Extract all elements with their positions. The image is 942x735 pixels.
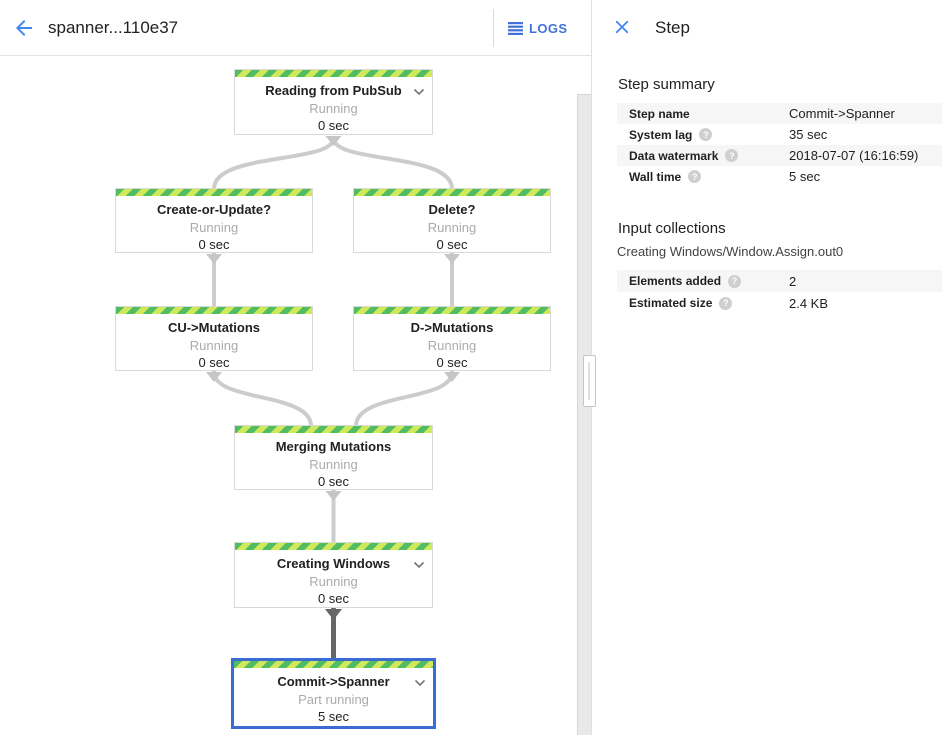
node-status: Part running bbox=[298, 692, 369, 707]
summary-row: System lag ? 35 sec bbox=[617, 124, 942, 145]
step-summary-table: Step name Commit->Spanner System lag ? 3… bbox=[617, 103, 942, 187]
summary-row: Data watermark ? 2018-07-07 (16:16:59) bbox=[617, 145, 942, 166]
node-status: Running bbox=[427, 220, 477, 235]
running-stripe bbox=[116, 307, 312, 314]
row-value: 2.4 KB bbox=[789, 295, 829, 311]
row-label: Data watermark bbox=[629, 148, 719, 163]
node-status: Running bbox=[189, 338, 239, 353]
node-time: 0 sec bbox=[317, 591, 350, 606]
node-status: Running bbox=[189, 220, 239, 235]
graph-node-reading-from-pubsub[interactable]: Reading from PubSub Running 0 sec bbox=[234, 69, 433, 135]
close-icon[interactable] bbox=[611, 16, 633, 38]
node-time: 0 sec bbox=[198, 237, 230, 252]
node-title: Delete? bbox=[428, 202, 476, 217]
node-title: Creating Windows bbox=[276, 556, 391, 571]
job-graph-canvas: Reading from PubSub Running 0 sec Create… bbox=[0, 56, 591, 735]
help-icon[interactable]: ? bbox=[719, 296, 733, 310]
step-summary-heading: Step summary bbox=[618, 76, 715, 93]
top-header: spanner...110e37 LOGS bbox=[0, 0, 591, 56]
help-icon[interactable]: ? bbox=[699, 128, 713, 141]
node-time: 0 sec bbox=[317, 474, 350, 489]
node-time: 0 sec bbox=[198, 355, 230, 370]
row-label: Estimated size bbox=[629, 296, 713, 310]
panel-resize-strip bbox=[577, 94, 591, 735]
back-arrow-icon[interactable] bbox=[12, 16, 36, 40]
row-label: System lag bbox=[629, 127, 693, 142]
chevron-down-icon[interactable] bbox=[414, 674, 426, 692]
graph-node-commit-spanner[interactable]: Commit->Spanner Part running 5 sec bbox=[231, 658, 436, 729]
node-status: Running bbox=[309, 457, 358, 472]
running-stripe bbox=[235, 426, 432, 433]
step-details-panel: Step Step summary Step name Commit->Span… bbox=[591, 0, 942, 735]
graph-node-cu-mutations[interactable]: CU->Mutations Running 0 sec bbox=[115, 306, 313, 371]
chevron-down-icon[interactable] bbox=[413, 556, 425, 574]
node-time: 0 sec bbox=[436, 355, 468, 370]
node-title: Commit->Spanner bbox=[277, 674, 390, 689]
input-collections-heading: Input collections bbox=[618, 220, 726, 237]
help-icon[interactable]: ? bbox=[728, 274, 742, 288]
help-icon[interactable]: ? bbox=[725, 149, 739, 162]
node-title: Create-or-Update? bbox=[156, 202, 272, 217]
row-value: 2018-07-07 (16:16:59) bbox=[789, 148, 919, 163]
collection-row: Estimated size ? 2.4 KB bbox=[617, 292, 942, 314]
graph-node-create-or-update[interactable]: Create-or-Update? Running 0 sec bbox=[115, 188, 313, 253]
summary-row: Step name Commit->Spanner bbox=[617, 103, 942, 124]
node-time: 0 sec bbox=[436, 237, 468, 252]
row-value: 35 sec bbox=[789, 127, 828, 142]
job-title: spanner...110e37 bbox=[48, 18, 179, 37]
graph-node-merging-mutations[interactable]: Merging Mutations Running 0 sec bbox=[234, 425, 433, 490]
node-status: Running bbox=[427, 338, 477, 353]
summary-row: Wall time ? 5 sec bbox=[617, 166, 942, 187]
chevron-down-icon[interactable] bbox=[413, 83, 425, 101]
node-time: 5 sec bbox=[317, 709, 350, 724]
node-title: Merging Mutations bbox=[275, 439, 392, 454]
graph-node-creating-windows[interactable]: Creating Windows Running 0 sec bbox=[234, 542, 433, 608]
row-label: Elements added bbox=[629, 274, 722, 288]
running-stripe bbox=[354, 189, 550, 196]
node-title: CU->Mutations bbox=[167, 320, 261, 335]
graph-node-delete[interactable]: Delete? Running 0 sec bbox=[353, 188, 551, 253]
collection-row: Elements added ? 2 bbox=[617, 270, 942, 292]
row-value: 5 sec bbox=[789, 169, 821, 184]
node-title: D->Mutations bbox=[410, 320, 494, 335]
running-stripe bbox=[235, 70, 432, 77]
header-divider bbox=[493, 9, 494, 47]
graph-edges bbox=[206, 136, 460, 662]
row-label: Step name bbox=[629, 106, 690, 121]
row-value: 2 bbox=[789, 273, 797, 289]
node-time: 0 sec bbox=[317, 118, 350, 133]
input-collections-table: Elements added ? 2 Estimated size ? 2.4 … bbox=[617, 270, 942, 314]
logs-list-icon bbox=[508, 22, 523, 35]
node-title: Reading from PubSub bbox=[265, 83, 402, 98]
running-stripe bbox=[116, 189, 312, 196]
graph-node-d-mutations[interactable]: D->Mutations Running 0 sec bbox=[353, 306, 551, 371]
node-status: Running bbox=[309, 101, 358, 116]
row-label: Wall time bbox=[629, 169, 682, 184]
logs-button[interactable]: LOGS bbox=[508, 15, 567, 41]
logs-label: LOGS bbox=[529, 20, 568, 36]
panel-resize-handle[interactable] bbox=[583, 355, 596, 407]
running-stripe bbox=[235, 543, 432, 550]
node-status: Running bbox=[309, 574, 358, 589]
running-stripe bbox=[354, 307, 550, 314]
input-collection-name: Creating Windows/Window.Assign.out0 bbox=[617, 244, 844, 259]
help-icon[interactable]: ? bbox=[688, 170, 702, 183]
row-value: Commit->Spanner bbox=[789, 106, 895, 121]
panel-title: Step bbox=[655, 18, 690, 37]
running-stripe bbox=[234, 661, 433, 668]
